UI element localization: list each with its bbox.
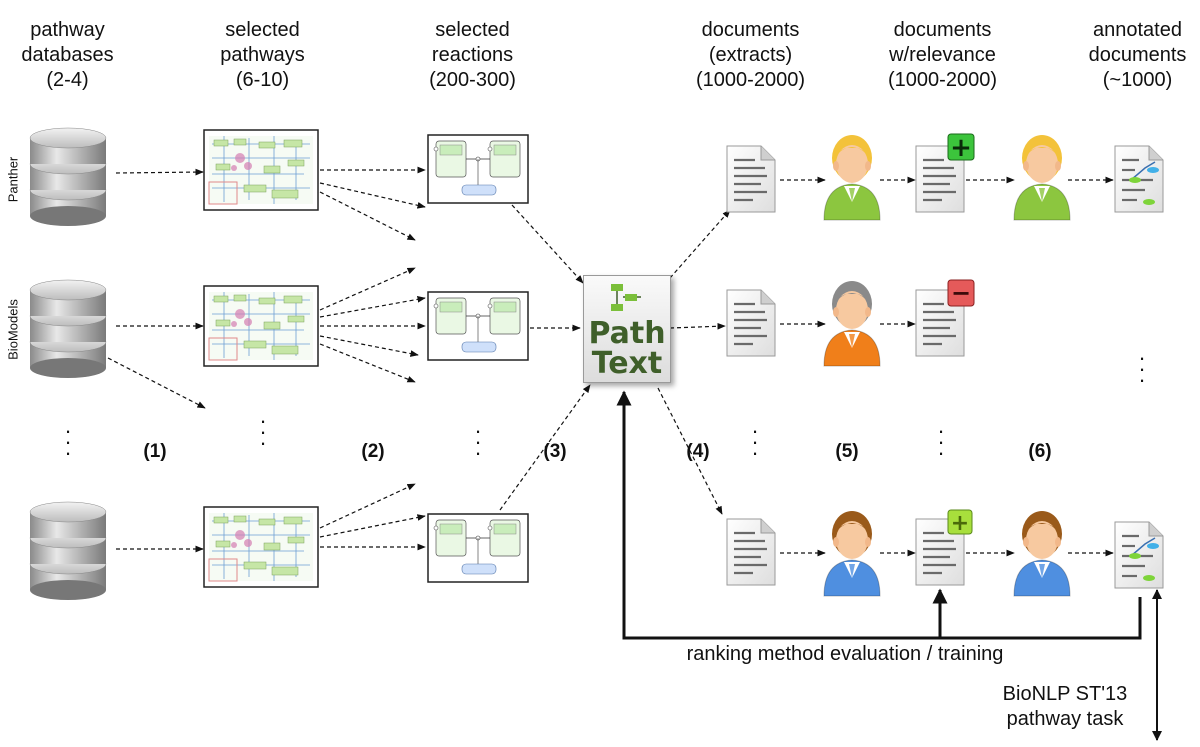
- person-icon-annotator-5: [1013, 511, 1071, 597]
- step-3: (3): [543, 441, 567, 462]
- plus-badge-icon-1: +: [947, 133, 975, 163]
- database-icon-panther: [29, 127, 107, 227]
- ellipsis-reactions: ···: [474, 418, 482, 465]
- database-icon-other: [29, 501, 107, 601]
- pathway-thumbnail-1: [203, 129, 319, 211]
- reaction-thumbnail-2: [427, 291, 529, 361]
- plus-badge-icon-2: +: [947, 509, 973, 536]
- ellipsis-pathways: ···: [259, 408, 267, 455]
- pathtext-word-text: Text: [591, 346, 663, 381]
- svg-text:+: +: [951, 511, 969, 536]
- document-icon-2: [725, 288, 777, 358]
- header-selected-reactions: selected reactions (200-300): [429, 19, 516, 91]
- pathway-thumbnail-3: [203, 506, 319, 588]
- document-icon-1: [725, 144, 777, 214]
- pathway-thumbnail-2: [203, 285, 319, 367]
- bionlp-line-1: BioNLP ST'13: [1002, 683, 1128, 705]
- database-icon-biomodels: [29, 279, 107, 379]
- step-1: (1): [143, 441, 167, 462]
- step-2: (2): [361, 441, 385, 462]
- bionlp-label: BioNLP ST'13 pathway task: [990, 682, 1140, 732]
- header-documents-extracts: documents (extracts) (1000-2000): [696, 19, 805, 91]
- svg-text:−: −: [951, 279, 971, 307]
- ellipsis-relevance: ···: [937, 418, 945, 465]
- ellipsis-annotated: ···: [1138, 345, 1146, 392]
- annotated-document-icon-1: [1113, 144, 1165, 214]
- svg-text:+: +: [950, 133, 972, 163]
- person-icon-annotator-3: [823, 281, 881, 367]
- pathtext-logo-icon: [611, 284, 641, 311]
- step-6: (6): [1028, 441, 1052, 462]
- feedback-label: ranking method evaluation / training: [686, 643, 1004, 665]
- step-4: (4): [686, 441, 710, 462]
- person-icon-annotator-1: [823, 135, 881, 221]
- minus-badge-icon: −: [947, 279, 975, 307]
- reaction-thumbnail-1: [427, 134, 529, 204]
- ellipsis-documents: ···: [751, 418, 759, 465]
- ellipsis-databases: ···: [64, 418, 72, 465]
- header-pathway-databases: pathway databases (2-4): [21, 19, 114, 91]
- bionlp-line-2: pathway task: [1006, 708, 1124, 730]
- person-icon-annotator-2: [1013, 135, 1071, 221]
- header-annotated-documents: annotated documents (~1000): [1088, 19, 1187, 91]
- step-5: (5): [835, 441, 859, 462]
- reaction-thumbnail-3: [427, 513, 529, 583]
- person-icon-annotator-4: [823, 511, 881, 597]
- pathtext-word-path: Path: [588, 316, 666, 351]
- header-selected-pathways: selected pathways (6-10): [220, 19, 305, 91]
- pathtext-box: Path Text: [583, 275, 671, 383]
- header-documents-relevance: documents w/relevance (1000-2000): [888, 19, 997, 91]
- annotated-document-icon-2: [1113, 520, 1165, 590]
- document-icon-3: [725, 517, 777, 587]
